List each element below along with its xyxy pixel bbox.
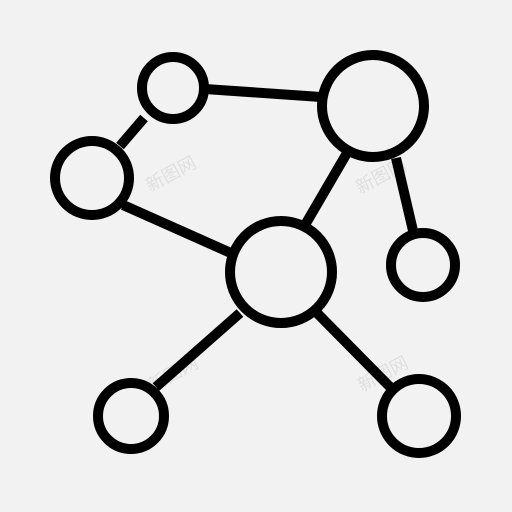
edge-line	[313, 309, 399, 396]
edge-line	[300, 150, 352, 228]
edge-line	[116, 114, 148, 150]
edge-line	[120, 200, 236, 259]
edges-group	[116, 84, 419, 396]
node-circle	[317, 50, 429, 162]
node-circle	[137, 52, 209, 124]
node-circle	[50, 136, 134, 220]
node-circle	[386, 228, 460, 302]
edge-line	[391, 156, 419, 237]
edge-line	[204, 84, 322, 102]
node-circle	[225, 216, 337, 328]
watermark-text: 新图网	[142, 153, 200, 197]
nodes-group	[50, 50, 461, 458]
edge-line	[152, 309, 244, 391]
node-circle	[93, 378, 169, 454]
node-circle	[377, 374, 461, 458]
